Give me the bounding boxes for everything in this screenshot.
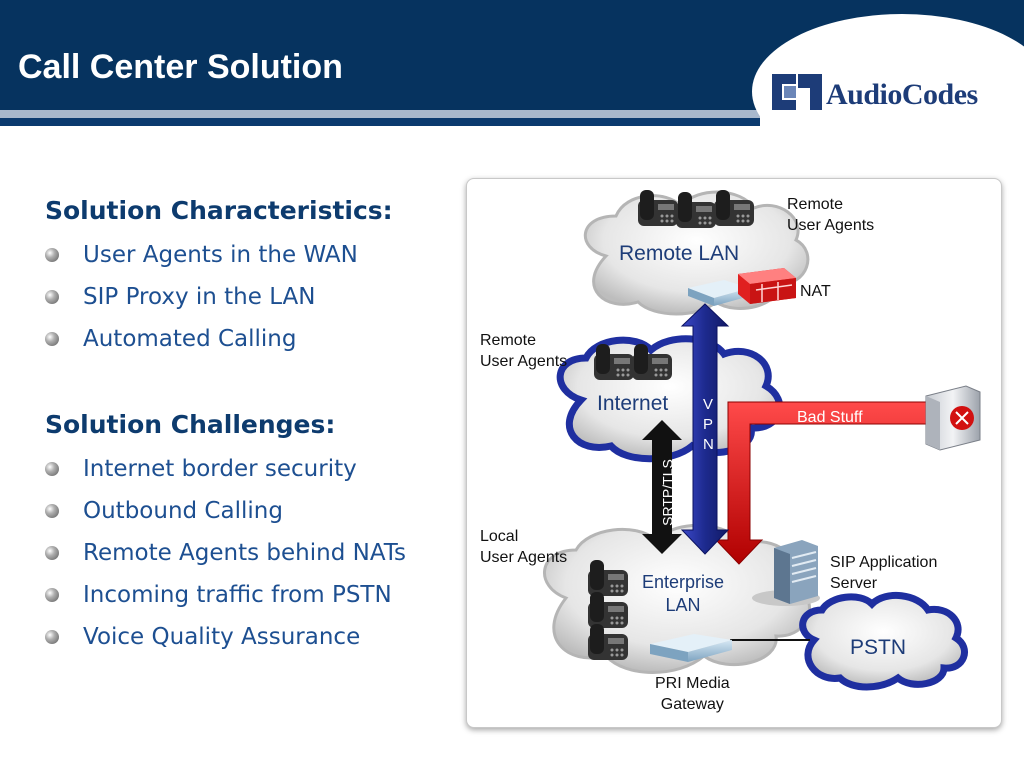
list-item: Internet border security xyxy=(45,454,357,484)
list-item: Outbound Calling xyxy=(45,496,283,526)
local-user-agents-label: Local User Agents xyxy=(480,528,568,566)
server-icon xyxy=(752,540,820,606)
remote-lan-label: Remote LAN xyxy=(619,242,740,265)
list-item: Automated Calling xyxy=(45,324,296,354)
header-stripe-dark xyxy=(0,118,760,126)
nat-label: NAT xyxy=(800,283,831,300)
list-item: Incoming traffic from PSTN xyxy=(45,580,392,610)
firewall-icon xyxy=(738,268,796,304)
bullet-text: Internet border security xyxy=(83,456,357,482)
bullet-text: Remote Agents behind NATs xyxy=(83,540,407,566)
gateway-label: PRI Media Gateway xyxy=(655,675,730,713)
logo-text: AudioCodes xyxy=(826,78,978,111)
header-stripe xyxy=(0,110,760,118)
audiocodes-logo-icon xyxy=(770,70,824,112)
bullet-icon xyxy=(45,588,59,602)
bullet-text: Automated Calling xyxy=(83,326,297,352)
characteristics-heading: Solution Characteristics: xyxy=(45,196,393,225)
list-item: User Agents in the WAN xyxy=(45,240,358,270)
challenges-heading: Solution Challenges: xyxy=(45,410,336,439)
bullet-icon xyxy=(45,546,59,560)
bullet-icon xyxy=(45,462,59,476)
remote-user-agents-top-label: Remote User Agents xyxy=(787,196,875,234)
bullet-icon xyxy=(45,504,59,518)
pstn-label: PSTN xyxy=(850,636,907,659)
bullet-icon xyxy=(45,248,59,262)
srtp-label: SRTP/TLS xyxy=(659,459,676,526)
enterprise-lan-label: Enterprise LAN xyxy=(642,572,725,615)
list-item: SIP Proxy in the LAN xyxy=(45,282,316,312)
pstn-cloud xyxy=(799,591,968,691)
sip-server-label: SIP Application Server xyxy=(830,554,938,592)
internet-label: Internet xyxy=(597,392,669,415)
srtp-arrow xyxy=(642,420,682,554)
bullet-text: SIP Proxy in the LAN xyxy=(83,284,316,310)
bad-stuff-label: Bad Stuff xyxy=(797,409,863,426)
slide-title: Call Center Solution xyxy=(18,48,343,86)
bullet-icon xyxy=(45,630,59,644)
gateway-icon xyxy=(650,634,732,662)
bullet-icon xyxy=(45,332,59,346)
list-item: Voice Quality Assurance xyxy=(45,622,360,652)
bullet-text: User Agents in the WAN xyxy=(83,242,358,268)
vpn-label: V P N xyxy=(703,396,714,453)
bullet-icon xyxy=(45,290,59,304)
bullet-text: Voice Quality Assurance xyxy=(83,624,361,650)
remote-user-agents-mid-label: Remote User Agents xyxy=(480,332,568,370)
list-item: Remote Agents behind NATs xyxy=(45,538,406,568)
network-diagram xyxy=(543,190,981,691)
bullet-text: Incoming traffic from PSTN xyxy=(83,582,392,608)
attacker-server-icon xyxy=(925,385,981,451)
vpn-arrow xyxy=(680,303,730,555)
bullet-text: Outbound Calling xyxy=(83,498,283,524)
